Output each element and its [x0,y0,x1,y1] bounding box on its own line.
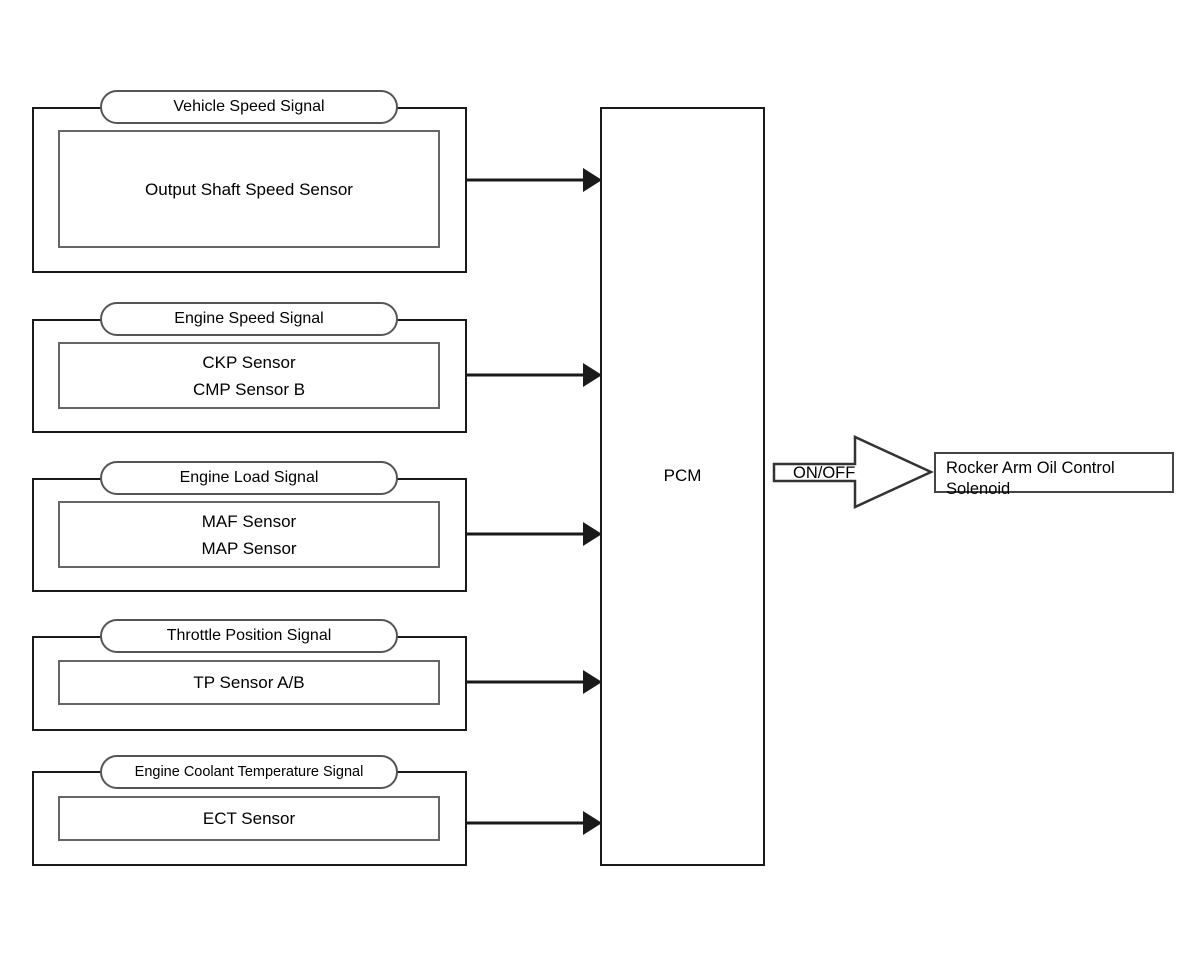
sensor-box-throttle-position: TP Sensor A/B [58,660,440,705]
signal-arrow-vehicle-speed [467,168,602,192]
pcm-label: PCM [663,466,702,485]
signal-label-throttle-position: Throttle Position Signal [100,619,398,653]
signal-arrow-engine-load [467,522,602,546]
sensor-label: CMP Sensor B [192,379,306,399]
pcm-box [600,107,765,866]
sensor-box-engine-load: MAF Sensor MAP Sensor [58,501,440,568]
signal-label-text: Engine Coolant Temperature Signal [134,764,364,780]
signal-label-text: Throttle Position Signal [166,627,332,644]
sensor-box-engine-coolant-temperature: ECT Sensor [58,796,440,841]
signal-label-vehicle-speed: Vehicle Speed Signal [100,90,398,124]
signal-label-text: Engine Load Signal [179,469,319,486]
signal-arrow-throttle-position [467,670,602,694]
signal-label-engine-coolant-temperature: Engine Coolant Temperature Signal [100,755,398,789]
sensor-label: Output Shaft Speed Sensor [145,179,353,199]
signal-label-engine-speed: Engine Speed Signal [100,302,398,336]
sensor-label: MAF Sensor [201,511,297,531]
onoff-label: ON/OFF [793,464,856,482]
solenoid-label-line-2: Solenoid [946,480,1011,498]
sensor-box-vehicle-speed: Output Shaft Speed Sensor [58,130,440,248]
solenoid-label-line-1: Rocker Arm Oil Control [946,459,1115,477]
signal-arrow-engine-coolant-temperature [467,811,602,835]
sensor-label: CKP Sensor [202,352,296,372]
signal-label-engine-load: Engine Load Signal [100,461,398,495]
sensor-label: ECT Sensor [202,809,296,828]
signal-label-text: Vehicle Speed Signal [173,98,325,115]
rocker-arm-oil-control-solenoid-box: Rocker Arm Oil Control Solenoid [934,452,1174,498]
signal-arrow-engine-speed [467,363,602,387]
sensor-label: MAP Sensor [201,538,297,558]
sensor-box-engine-speed: CKP Sensor CMP Sensor B [58,342,440,409]
sensor-label: TP Sensor A/B [193,673,305,692]
signal-label-text: Engine Speed Signal [174,310,324,327]
